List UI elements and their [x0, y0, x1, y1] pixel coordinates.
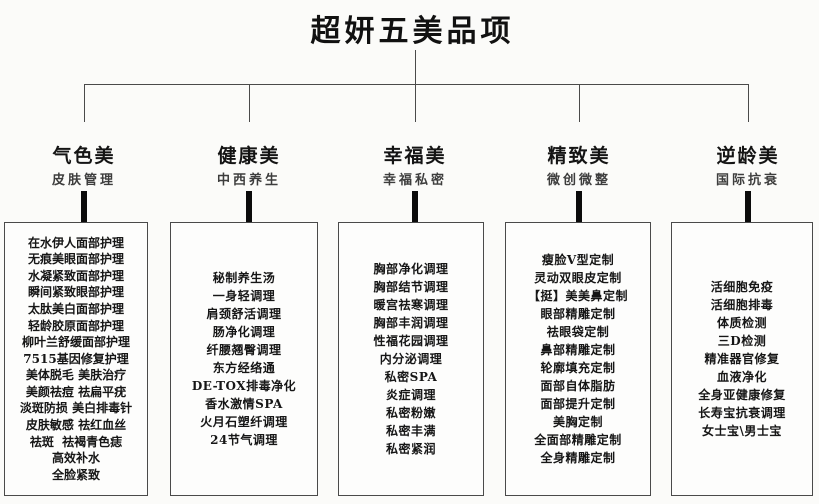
service-item: 面部自体脂肪 [540, 379, 616, 393]
service-item: 内分泌调理 [379, 352, 443, 366]
service-item: 香水激情SPA [205, 397, 283, 411]
service-item: 祛斑 祛褐青色痣 [29, 434, 123, 449]
service-item: 三D检测 [717, 334, 767, 348]
branch-thick-connector [246, 191, 252, 222]
service-item: 轻龄胶原面部护理 [27, 318, 124, 333]
service-item: 高效补水 [51, 451, 100, 466]
connector-branch-line [748, 85, 749, 122]
service-item: 淡斑防损 美白排毒针 [19, 401, 133, 416]
service-item: 皮肤敏感 祛红血丝 [25, 418, 127, 433]
service-item: 鼻部精雕定制 [540, 343, 616, 357]
service-item: 胸部丰润调理 [373, 316, 449, 330]
service-item: 东方经络通 [212, 361, 276, 375]
connector-horizontal-line [84, 84, 749, 85]
service-item: 面部提升定制 [540, 397, 616, 411]
branch-box-jiankangmei: 秘制养生汤一身轻调理肩颈舒活调理肠净化调理纤腰翘臀调理东方经络通 DE-TOX排毒… [170, 222, 318, 496]
service-item: 全面部精雕定制 [534, 433, 622, 447]
service-item: 纤腰翘臀调理 [206, 343, 282, 357]
branch-name-nilingmei: 逆龄美 [716, 145, 780, 167]
service-item: 火月石塑纤调理 [200, 415, 288, 429]
service-item: 女士宝\男士宝 [702, 424, 782, 438]
connector-stem-line [415, 50, 416, 84]
branch-box-qisemei: 在水伊人面部护理无痕美眼面部护理水凝紧致面部护理瞬间紧致眼部护理太肽美白面部护理… [4, 222, 148, 496]
service-item: 活细胞免疫 [710, 280, 774, 294]
branch-subtitle-nilingmei: 国际抗衰 [715, 173, 780, 188]
service-item: 胸部结节调理 [373, 280, 449, 294]
service-item: 精准器官修复 [704, 352, 780, 366]
service-item: DE-TOX排毒净化 [191, 379, 297, 393]
branch-box-jingzhimei: 瘦脸V型定制灵动双眼皮定制【挺】美美鼻定制眼部精雕定制祛眼袋定制鼻部精雕定制轮廓… [505, 222, 651, 496]
service-item: 全身精雕定制 [540, 451, 616, 465]
service-item: 肩颈舒活调理 [206, 307, 282, 321]
service-item: 美体脱毛 美肤治疗 [25, 368, 127, 383]
branch-subtitle-xingfumei: 幸福私密 [382, 173, 447, 188]
connector-branch-line [579, 85, 580, 122]
service-item: 轮廓填充定制 [540, 361, 616, 375]
service-item: 肠净化调理 [212, 325, 276, 339]
service-item: 【挺】美美鼻定制 [527, 289, 628, 303]
service-item: 私密紧润 [385, 442, 436, 456]
branch-subtitle-jiankangmei: 中西养生 [216, 173, 281, 188]
service-item: 私密粉嫩 [385, 406, 436, 420]
service-item: 胸部净化调理 [373, 262, 449, 276]
branch-box-xingfumei: 胸部净化调理胸部结节调理暖宫祛寒调理胸部丰润调理性福花园调理内分泌调理私密SPA… [338, 222, 484, 496]
service-item: 暖宫祛寒调理 [373, 298, 449, 312]
service-item: 祛眼袋定制 [546, 325, 610, 339]
service-item: 瞬间紧致眼部护理 [27, 285, 124, 300]
branch-thick-connector [81, 191, 87, 222]
service-item: 私密丰满 [385, 424, 436, 438]
connector-branch-line [84, 85, 85, 122]
connector-branch-line [415, 85, 416, 122]
service-item: 炎症调理 [385, 388, 436, 402]
service-item: 体质检测 [716, 316, 767, 330]
service-item: 全身亚健康修复 [698, 388, 786, 402]
service-item: 美颜祛痘 祛扁平疣 [25, 384, 127, 399]
branch-name-qisemei: 气色美 [52, 145, 116, 167]
branch-thick-connector [745, 191, 751, 222]
service-item: 性福花园调理 [373, 334, 449, 348]
branch-thick-connector [412, 191, 418, 222]
service-item: 在水伊人面部护理 [27, 235, 124, 250]
service-item: 太肽美白面部护理 [27, 301, 124, 316]
service-item: 秘制养生汤 [212, 271, 276, 285]
branch-subtitle-jingzhimei: 微创微整 [546, 173, 611, 188]
service-item: 眼部精雕定制 [540, 307, 616, 321]
service-item: 无痕美眼面部护理 [27, 252, 124, 267]
service-item: 私密SPA [384, 370, 438, 384]
service-item: 瘦脸V型定制 [541, 253, 615, 267]
branch-thick-connector [576, 191, 582, 222]
service-item: 柳叶兰舒缓面部护理 [21, 335, 130, 350]
branch-name-jingzhimei: 精致美 [547, 145, 611, 167]
branch-box-nilingmei: 活细胞免疫活细胞排毒体质检测三D检测精准器官修复血液净化全身亚健康修复长寿宝抗衰… [671, 222, 813, 496]
branch-subtitle-qisemei: 皮肤管理 [51, 173, 116, 188]
connector-branch-line [249, 85, 250, 122]
service-item: 灵动双眼皮定制 [534, 271, 622, 285]
service-item: 活细胞排毒 [710, 298, 774, 312]
service-item: 水凝紧致面部护理 [27, 268, 124, 283]
service-item: 长寿宝抗衰调理 [698, 406, 786, 420]
service-item: 7515基因修复护理 [23, 351, 129, 366]
branch-name-jiankangmei: 健康美 [217, 145, 281, 167]
service-item: 美胸定制 [552, 415, 603, 429]
service-item: 全脸紧致 [51, 467, 100, 482]
service-item: 血液净化 [716, 370, 767, 384]
branch-name-xingfumei: 幸福美 [383, 145, 447, 167]
service-item: 一身轻调理 [212, 289, 276, 303]
service-item: 24节气调理 [210, 433, 278, 447]
page-title: 超妍五美品项 [310, 14, 515, 49]
